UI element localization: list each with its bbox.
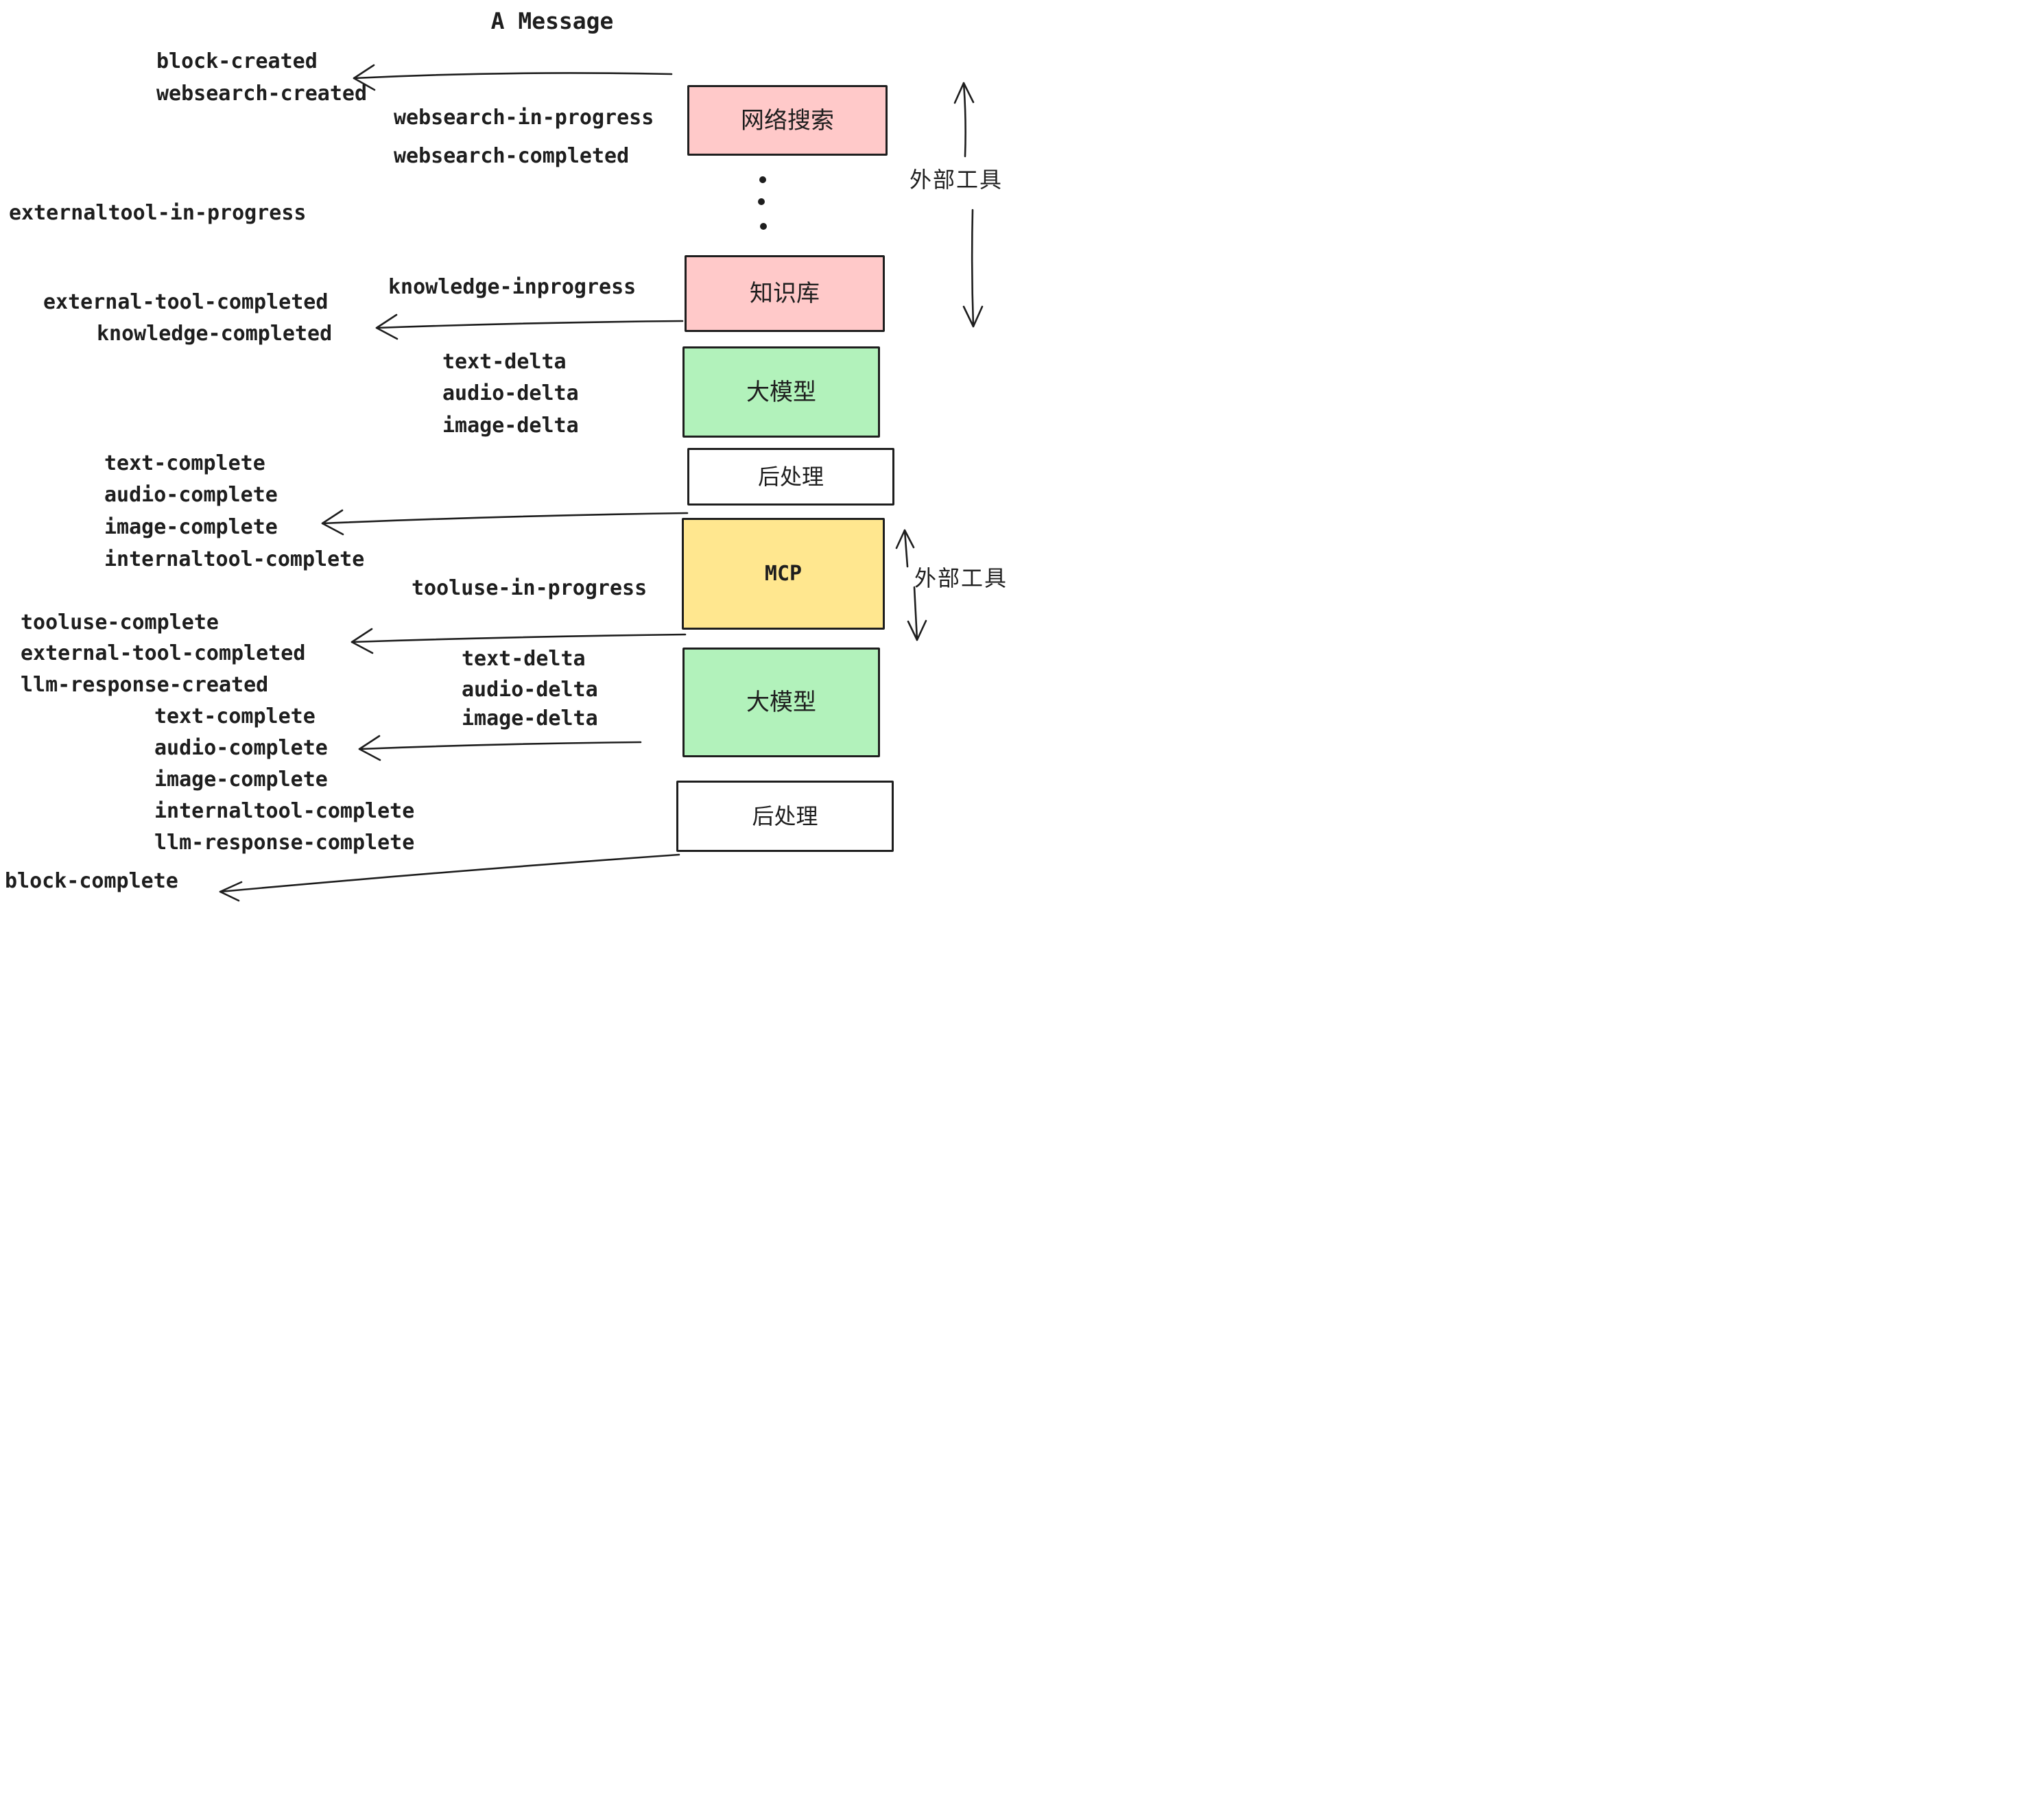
websearch-box: 网络搜索 [687, 85, 888, 156]
event-audio-complete-2: audio-complete [154, 736, 328, 760]
event-tooluse-complete: tooluse-complete [21, 610, 219, 634]
arrow-tooluse-complete [350, 628, 687, 654]
event-internaltool-complete-2: internaltool-complete [154, 799, 415, 823]
event-audio-delta-2: audio-delta [462, 678, 598, 702]
arrows-layer [219, 64, 984, 902]
arrow-knowledge-completed [375, 313, 684, 340]
postprocess-box-2-label: 后处理 [752, 803, 818, 829]
diagram-canvas: A Message 网络搜索 知识库 大模型 后处理 MCP 大模型 后处理 外… [0, 0, 1022, 902]
event-external-tool-completed-1: external-tool-completed [43, 290, 329, 314]
external-tools-label-bottom: 外部工具 [914, 565, 1008, 591]
arrow-image-complete [321, 509, 689, 536]
postprocess-box-2: 后处理 [676, 781, 894, 852]
event-text-complete-2: text-complete [154, 704, 316, 728]
mcp-box-label: MCP [764, 561, 803, 586]
arrow-block-created [353, 64, 673, 91]
arrow-external-tools-bottom-down [907, 586, 927, 641]
websearch-box-label: 网络搜索 [741, 106, 834, 134]
llm-box-2-label: 大模型 [746, 689, 816, 716]
event-audio-delta-1: audio-delta [442, 381, 579, 405]
event-externaltool-in-progress: externaltool-in-progress [9, 201, 307, 225]
event-image-complete-2: image-complete [154, 768, 328, 792]
arrow-external-tools-top-down [962, 209, 984, 328]
event-block-complete: block-complete [5, 869, 178, 893]
page-title: A Message [490, 8, 614, 34]
knowledge-base-box: 知识库 [685, 255, 885, 332]
external-tools-label-top: 外部工具 [910, 167, 1003, 193]
event-llm-response-complete: llm-response-complete [154, 831, 415, 855]
event-image-delta-1: image-delta [442, 414, 579, 438]
ellipsis-dots [758, 176, 767, 230]
event-tooluse-in-progress: tooluse-in-progress [412, 576, 647, 600]
llm-box-1: 大模型 [682, 346, 880, 438]
event-knowledge-completed: knowledge-completed [97, 322, 333, 346]
event-text-delta-1: text-delta [442, 350, 567, 374]
arrow-audio-complete [358, 735, 642, 761]
event-block-created: block-created [156, 49, 318, 73]
event-llm-response-created: llm-response-created [21, 673, 269, 697]
event-image-delta-2: image-delta [462, 707, 598, 731]
arrow-external-tools-top-up [953, 82, 975, 158]
postprocess-box-1-label: 后处理 [757, 464, 824, 490]
event-internaltool-complete-1: internaltool-complete [104, 547, 365, 571]
event-audio-complete-1: audio-complete [104, 483, 278, 507]
event-knowledge-inprogress: knowledge-inprogress [388, 275, 637, 299]
event-text-complete-1: text-complete [104, 451, 265, 475]
event-websearch-in-progress: websearch-in-progress [394, 106, 654, 130]
arrow-external-tools-bottom-up [895, 529, 915, 568]
knowledge-base-box-label: 知识库 [750, 280, 820, 307]
event-external-tool-completed-2: external-tool-completed [21, 641, 306, 665]
postprocess-box-1: 后处理 [687, 448, 894, 506]
llm-box-1-label: 大模型 [746, 378, 816, 406]
event-websearch-created: websearch-created [156, 82, 368, 106]
mcp-box: MCP [682, 518, 885, 630]
event-text-delta-2: text-delta [462, 647, 586, 671]
llm-box-2: 大模型 [682, 648, 880, 757]
arrow-block-complete [219, 853, 680, 902]
event-websearch-completed: websearch-completed [394, 144, 630, 168]
event-image-complete-1: image-complete [104, 515, 278, 539]
